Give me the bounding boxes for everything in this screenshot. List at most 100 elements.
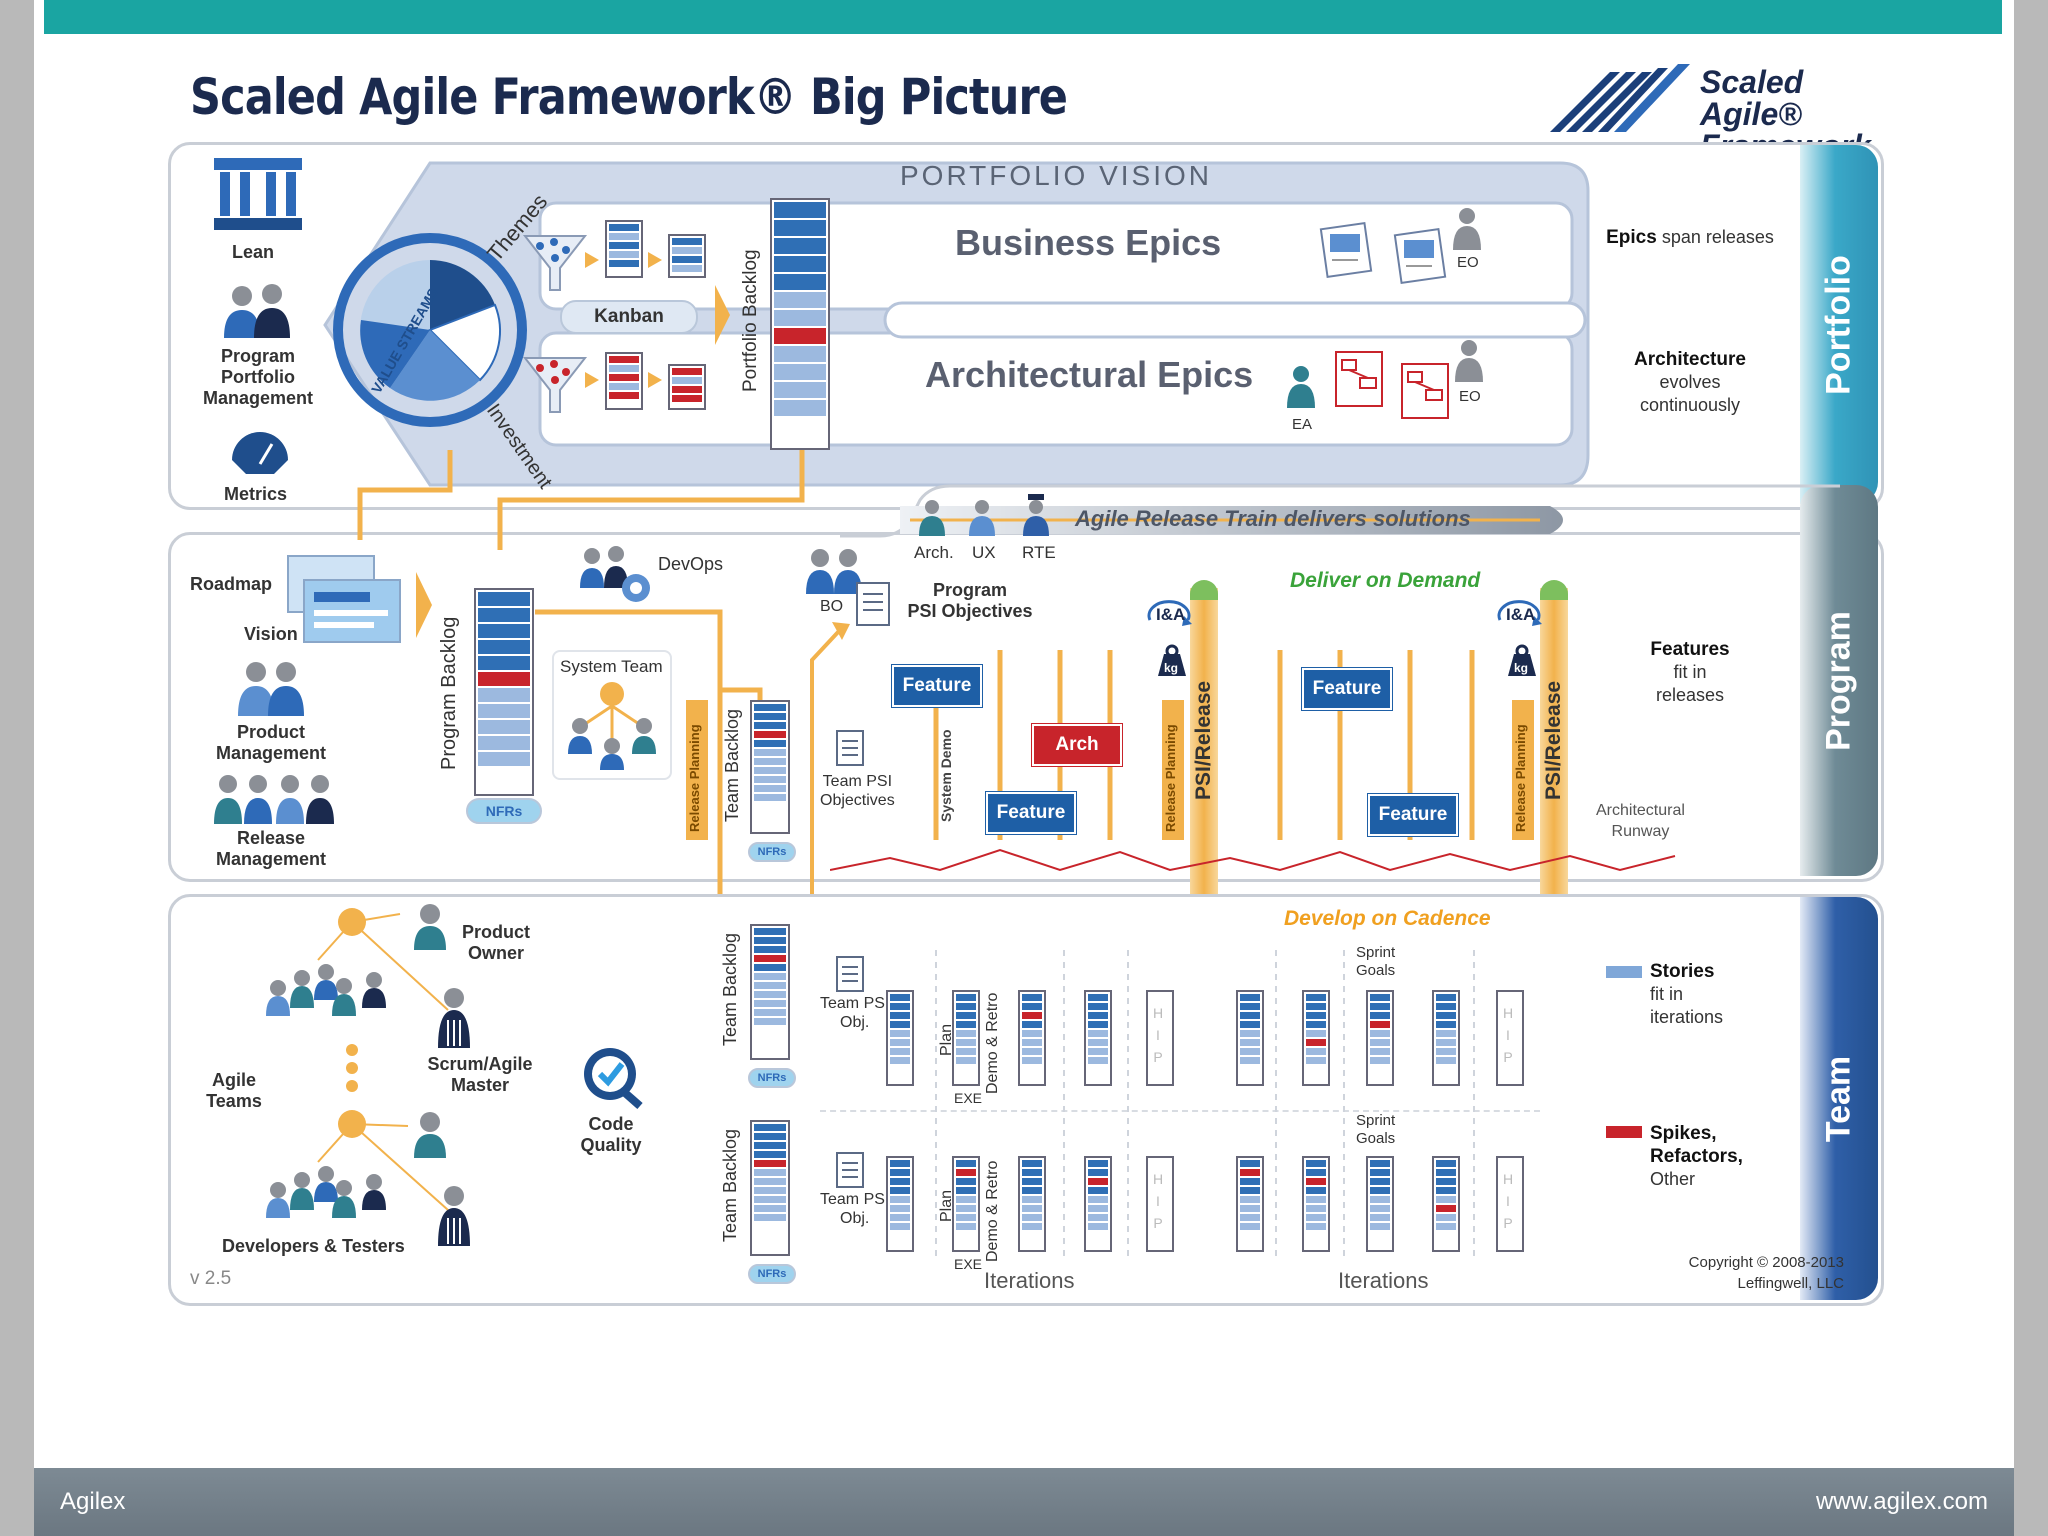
footer-bar: Agilex www.agilex.com	[34, 1468, 2014, 1536]
stories-legend-swatch	[1606, 966, 1642, 978]
portfolio-backlog-label: Portfolio Backlog	[740, 249, 761, 392]
iteration-stack	[1366, 1156, 1394, 1252]
hip-label: H I P	[1502, 1171, 1514, 1231]
program-side-label: Program	[1800, 485, 1878, 876]
saf-logo: Scaled Agile®Framework	[1550, 62, 1880, 162]
portfolio-vision-title: PORTFOLIO VISION	[900, 160, 1212, 191]
exe-label: EXE	[954, 1256, 983, 1272]
portfolio-note-epics: Epics span releases	[1606, 227, 1774, 248]
psi-release-cap-2	[1540, 580, 1568, 600]
ppm-people-icon	[224, 284, 290, 338]
feature-card-4: Feature	[1368, 794, 1458, 836]
enterprise-owner-icon-arch	[1455, 340, 1483, 382]
release-train-banner	[900, 506, 1563, 534]
system-team-box	[552, 650, 672, 780]
devops-label: DevOps	[658, 554, 724, 574]
inspect-adapt-icon-2	[1497, 600, 1542, 626]
roadmap-label: Roadmap	[190, 574, 273, 594]
page-title: Scaled Agile Framework® Big Picture	[190, 68, 1068, 126]
metrics-label: Metrics	[224, 484, 288, 504]
architectural-runway-line	[830, 848, 1676, 872]
psi-release-cap-1	[1190, 580, 1218, 600]
team-nfrs-pill-program: NFRs	[748, 842, 796, 862]
system-team-label: System Team	[560, 657, 663, 676]
release-planning-label-2: Release Planning	[1513, 724, 1528, 832]
team-backlog-stack-program	[750, 700, 790, 834]
iteration-stack	[1018, 990, 1046, 1086]
team-nfrs-pill-2: NFRs	[748, 1264, 796, 1284]
team-side-label: Team	[1800, 897, 1878, 1300]
roadmap-screen-icon	[287, 555, 401, 643]
exe-label: EXE	[954, 1090, 983, 1106]
program-nfrs-pill: NFRs	[466, 798, 542, 824]
deliver-on-demand-label: Deliver on Demand	[1290, 569, 1481, 592]
ea-label: EA	[1292, 416, 1313, 433]
architectural-epics-label: Architectural Epics	[925, 354, 1254, 395]
art-ux-icon	[969, 500, 995, 536]
enterprise-architect-icon	[1287, 366, 1315, 408]
feature-card-3: Feature	[1302, 668, 1392, 710]
kanban-arrows-icon	[585, 252, 730, 388]
iteration-stack	[1018, 1156, 1046, 1252]
product-management-icon	[238, 662, 304, 716]
team-psi-obj-doc-icon-2	[836, 1152, 864, 1188]
logo-text-line1: Scaled Agile®	[1700, 64, 1804, 132]
team-nfrs-pill-1: NFRs	[748, 1068, 796, 1088]
program-backlog-stack	[474, 588, 534, 796]
hip-box	[1496, 1156, 1524, 1252]
lean-label: Lean	[232, 242, 275, 262]
iteration-stack	[1302, 1156, 1330, 1252]
arch-epic-diagram-icon-2	[1401, 363, 1449, 419]
team-backlog-label-1: Team Backlog	[720, 932, 740, 1046]
architectural-funnel-icon	[522, 357, 588, 413]
team-backlog-stack-1	[750, 924, 790, 1060]
release-management-icon	[214, 775, 334, 824]
iteration-stack	[886, 990, 914, 1086]
iteration-stack	[1236, 990, 1264, 1086]
iteration-stack	[1432, 990, 1460, 1086]
portfolio-backlog-stack	[770, 198, 830, 450]
team-backlog-stack-2	[750, 1120, 790, 1256]
business-owners-icon	[806, 549, 862, 594]
logo-stripes-icon	[1550, 64, 1690, 132]
develop-on-cadence-label: Develop on Cadence	[1284, 907, 1491, 930]
business-kanban-stack-1	[605, 220, 643, 278]
iteration-stack	[1084, 1156, 1112, 1252]
iteration-separators	[935, 950, 1475, 1260]
art-role-ux: UX	[972, 543, 996, 562]
top-accent-bar	[44, 0, 2002, 34]
psi-objectives-doc-icon	[856, 582, 890, 626]
team-note-spikes: Spikes,Refactors,Other	[1650, 1123, 1743, 1189]
team-backlog-label-2: Team Backlog	[720, 1128, 740, 1242]
release-planning-strip-1	[1162, 700, 1184, 840]
footer-url[interactable]: www.agilex.com	[1815, 1488, 1988, 1515]
kg-weight-icon-1	[1158, 644, 1186, 676]
hip-label: H I P	[1502, 1005, 1514, 1065]
kg-label-2: kg	[1514, 661, 1529, 675]
devops-icon	[580, 546, 650, 602]
business-epic-doc-icon-2	[1393, 228, 1447, 284]
art-role-rte: RTE	[1022, 543, 1056, 562]
iteration-stack	[1302, 990, 1330, 1086]
iteration-stack	[952, 990, 980, 1086]
arch-kanban-stack-2	[668, 364, 706, 410]
art-label: Agile Release Train delivers solutions	[1075, 506, 1471, 531]
spikes-legend-swatch	[1606, 1126, 1642, 1138]
feature-card-1: Feature	[892, 665, 982, 707]
hip-box	[1146, 1156, 1174, 1252]
ia-label-1: I&A	[1156, 605, 1186, 624]
system-demo-label: System Demo	[938, 729, 954, 822]
version-label: v 2.5	[190, 1268, 232, 1289]
iteration-stack	[1432, 1156, 1460, 1252]
